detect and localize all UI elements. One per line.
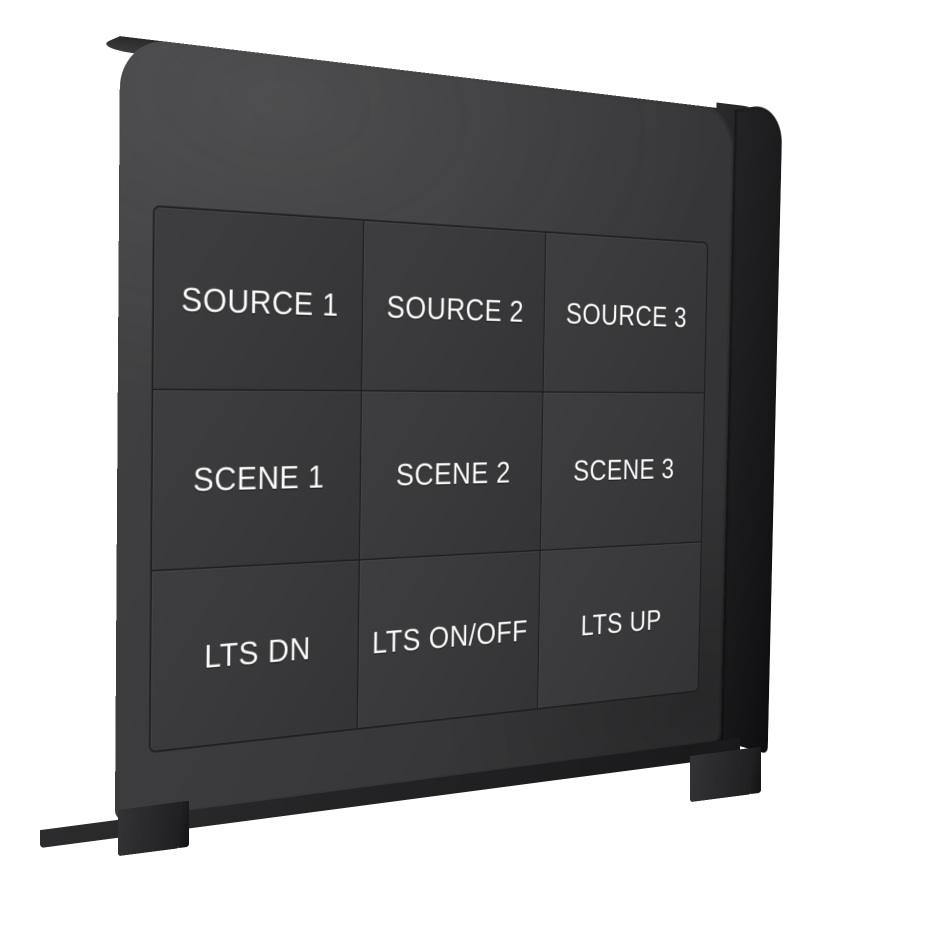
button-label: SCENE 1: [192, 458, 325, 499]
button-source-3[interactable]: SOURCE 3: [543, 232, 708, 394]
mounting-tab-face: [690, 747, 752, 803]
button-scene-2[interactable]: SCENE 2: [359, 391, 544, 561]
button-label: SCENE 3: [573, 452, 675, 488]
button-label: LTS ON/OFF: [371, 613, 528, 661]
device-faceplate: SOURCE 1 SOURCE 2 SOURCE 3 SCENE 1 SCENE…: [114, 36, 735, 822]
keypad-device: SOURCE 1 SOURCE 2 SOURCE 3 SCENE 1 SCENE…: [91, 36, 783, 822]
mounting-tab-face: [118, 801, 180, 857]
button-label: LTS DN: [204, 629, 312, 676]
button-label: SOURCE 2: [386, 288, 525, 329]
button-lts-up[interactable]: LTS UP: [538, 542, 701, 709]
button-source-2[interactable]: SOURCE 2: [361, 220, 547, 393]
product-name: 9-Button Wall Control Keypad: [0, 21, 1, 22]
button-label: SCENE 2: [395, 455, 511, 493]
button-source-1[interactable]: SOURCE 1: [153, 207, 364, 392]
button-grid: SOURCE 1 SOURCE 2 SOURCE 3 SCENE 1 SCENE…: [150, 207, 708, 752]
button-label: LTS UP: [580, 603, 662, 643]
button-scene-1[interactable]: SCENE 1: [151, 390, 362, 572]
mounting-tab-edge: [751, 746, 761, 795]
button-lts-onoff[interactable]: LTS ON/OFF: [357, 550, 541, 729]
mounting-tab-edge: [179, 800, 189, 849]
button-label: SOURCE 1: [181, 279, 339, 324]
mounting-tab-right: [690, 746, 761, 803]
mounting-tab-left: [118, 800, 189, 857]
button-label: SOURCE 3: [565, 296, 688, 334]
button-lts-dn[interactable]: LTS DN: [150, 560, 360, 752]
button-scene-3[interactable]: SCENE 3: [540, 392, 704, 551]
